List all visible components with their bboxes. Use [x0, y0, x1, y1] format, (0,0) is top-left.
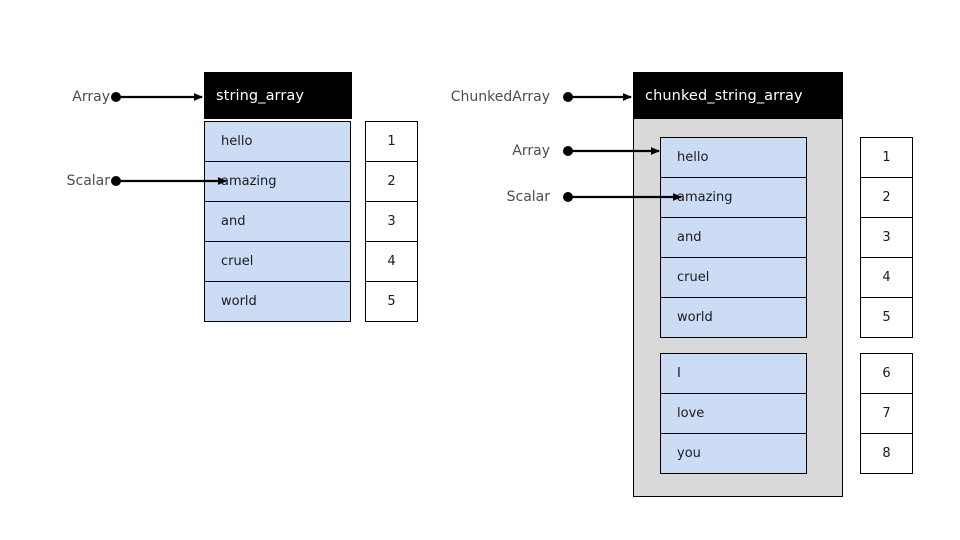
left-panel-indices: 1 2 3 4 5 [365, 121, 418, 322]
value-text: amazing [221, 174, 277, 189]
index-text: 4 [882, 270, 891, 285]
value-cell: hello [204, 121, 351, 162]
index-text: 3 [882, 230, 891, 245]
value-text: and [677, 230, 702, 245]
value-cell: world [204, 282, 351, 322]
value-cell: cruel [204, 242, 351, 282]
index-text: 5 [882, 310, 891, 325]
value-text: love [677, 406, 705, 421]
index-cell: 4 [860, 258, 913, 298]
value-cell: hello [660, 137, 807, 178]
value-cell: amazing [660, 178, 807, 218]
right-panel-header: chunked_string_array [633, 72, 843, 119]
index-cell: 4 [365, 242, 418, 282]
index-cell: 2 [860, 178, 913, 218]
value-cell: and [204, 202, 351, 242]
index-cell: 8 [860, 434, 913, 474]
value-cell: world [660, 298, 807, 338]
left-pointer-label-array: Array [72, 89, 110, 105]
index-cell: 3 [860, 218, 913, 258]
index-text: 2 [387, 174, 396, 189]
index-cell: 5 [860, 298, 913, 338]
value-cell: you [660, 434, 807, 474]
left-panel-values: hello amazing and cruel world [204, 121, 351, 322]
value-cell: cruel [660, 258, 807, 298]
value-text: you [677, 446, 701, 461]
value-text: and [221, 214, 246, 229]
index-text: 6 [882, 366, 891, 381]
index-text: 8 [882, 446, 891, 461]
index-cell: 1 [860, 137, 913, 178]
right-pointer-label-scalar: Scalar [506, 189, 550, 205]
left-panel-header-label: string_array [216, 87, 305, 104]
value-text: amazing [677, 190, 733, 205]
value-text: hello [221, 134, 253, 149]
index-cell: 2 [365, 162, 418, 202]
value-text: world [677, 310, 713, 325]
arrow-right-chunkedarray [563, 92, 632, 102]
right-panel-header-label: chunked_string_array [645, 87, 803, 104]
index-text: 5 [387, 294, 396, 309]
value-text: cruel [677, 270, 710, 285]
index-cell: 1 [365, 121, 418, 162]
index-text: 3 [387, 214, 396, 229]
value-cell: and [660, 218, 807, 258]
index-cell: 3 [365, 202, 418, 242]
value-text: I [677, 366, 681, 381]
index-cell: 5 [365, 282, 418, 322]
arrow-left-array [111, 92, 203, 102]
value-cell: amazing [204, 162, 351, 202]
left-pointer-label-scalar: Scalar [66, 173, 110, 189]
index-text: 1 [387, 134, 396, 149]
value-text: world [221, 294, 257, 309]
value-text: hello [677, 150, 709, 165]
index-text: 4 [387, 254, 396, 269]
chunk-0-indices: 1 2 3 4 5 [860, 137, 913, 338]
index-cell: 7 [860, 394, 913, 434]
index-text: 7 [882, 406, 891, 421]
chunk-0-values: hello amazing and cruel world [660, 137, 807, 338]
right-pointer-label-array: Array [512, 143, 550, 159]
value-cell: I [660, 353, 807, 394]
index-text: 2 [882, 190, 891, 205]
index-text: 1 [882, 150, 891, 165]
index-cell: 6 [860, 353, 913, 394]
right-pointer-label-chunkedarray: ChunkedArray [450, 89, 550, 105]
chunk-1-values: I love you [660, 353, 807, 474]
value-text: cruel [221, 254, 254, 269]
chunk-1-indices: 6 7 8 [860, 353, 913, 474]
left-panel-header: string_array [204, 72, 352, 119]
value-cell: love [660, 394, 807, 434]
